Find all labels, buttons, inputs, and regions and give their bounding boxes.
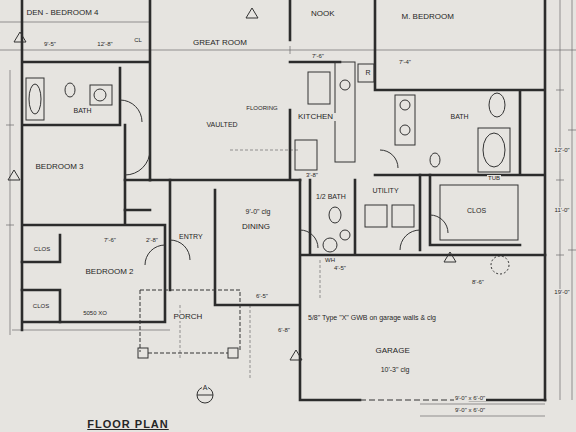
plan-annotation: VAULTED (205, 121, 238, 129)
room-label: BATH (448, 112, 477, 124)
room-name: CLOS (466, 207, 492, 215)
room-name: GREAT ROOM (192, 39, 252, 48)
plan-annotation: 5050 XO (82, 310, 108, 317)
dimension-lines (0, 0, 576, 416)
drawing-title: FLOOR PLAN (86, 418, 170, 430)
room-label: DEN - BEDROOM 4 (24, 8, 107, 21)
room-name: BATH (450, 113, 475, 121)
room-name: UTILITY (372, 187, 405, 195)
plan-annotation: 9'-0" clg (245, 208, 272, 216)
room-label: BATH (71, 106, 100, 118)
walls (22, 0, 545, 400)
room-name: ENTRY (178, 233, 208, 241)
room-label: CLOS (464, 206, 494, 218)
room-label: 1/2 BATH (313, 192, 353, 204)
plan-annotation: 4'-5" (333, 265, 347, 272)
plan-annotation: CLOS (33, 246, 51, 253)
plan-annotation: 9'-0" x 6'-0" (454, 407, 486, 414)
plan-annotation: 6'-5" (255, 293, 269, 300)
plan-annotation: TUB (487, 175, 501, 182)
room-name: BATH (73, 107, 98, 115)
plan-annotation: 5/8" Type "X" GWB on garage walls & clg (307, 314, 437, 322)
plan-annotation: 19'-0" (553, 289, 570, 296)
room-name: DEN - BEDROOM 4 (26, 9, 105, 18)
fixtures (26, 62, 518, 400)
room-name: DINING (241, 223, 275, 232)
plan-annotation: CLOS (32, 303, 50, 310)
plan-annotation: A (202, 384, 209, 392)
plan-annotation: 10'-3" clg (380, 366, 411, 374)
plan-annotation: 2'-8" (145, 237, 159, 244)
plan-annotation: 3'-8" (305, 172, 319, 179)
room-label: BEDROOM 3 (33, 162, 92, 175)
plan-annotation: 7'-6" (311, 53, 325, 60)
room-name: 1/2 BATH (315, 193, 351, 201)
plan-annotation: 9'-5" (43, 41, 57, 48)
room-name: NOOK (310, 10, 340, 19)
room-label: UTILITY (370, 186, 407, 198)
plan-annotation: WH (324, 257, 336, 264)
plan-annotation: 6'-8" (277, 327, 291, 334)
room-name: BEDROOM 3 (35, 163, 90, 172)
room-label: GARAGE (373, 346, 418, 359)
room-name: M. BEDROOM (401, 13, 460, 22)
plan-annotation: 7'-4" (398, 59, 412, 66)
room-label: GREAT ROOM (190, 38, 254, 51)
room-label: PORCH (171, 312, 210, 325)
plan-annotation: 12'-0" (553, 147, 570, 154)
section-markers (8, 8, 509, 403)
plan-annotation: 8'-6" (471, 279, 485, 286)
room-label: ENTRY (176, 232, 210, 244)
room-name: GARAGE (375, 347, 416, 356)
room-name: KITCHEN (297, 113, 339, 122)
plan-annotation: 11'-0" (554, 207, 571, 214)
plan-annotation: FLOORING (245, 105, 278, 112)
room-name: PORCH (173, 313, 208, 322)
room-name: BEDROOM 2 (85, 268, 140, 277)
plan-annotation: 7'-6" (103, 237, 117, 244)
room-label: NOOK (308, 9, 342, 22)
room-label: M. BEDROOM (399, 12, 462, 25)
room-label: BEDROOM 2 (83, 267, 142, 280)
room-label: KITCHEN (295, 112, 341, 125)
plan-annotation: CL (133, 37, 143, 44)
plan-annotation: R (364, 69, 371, 77)
plan-annotation: 9'-0" x 6'-0" (454, 395, 486, 402)
room-label: DINING (239, 222, 277, 235)
plan-annotation: 12'-8" (96, 41, 113, 48)
